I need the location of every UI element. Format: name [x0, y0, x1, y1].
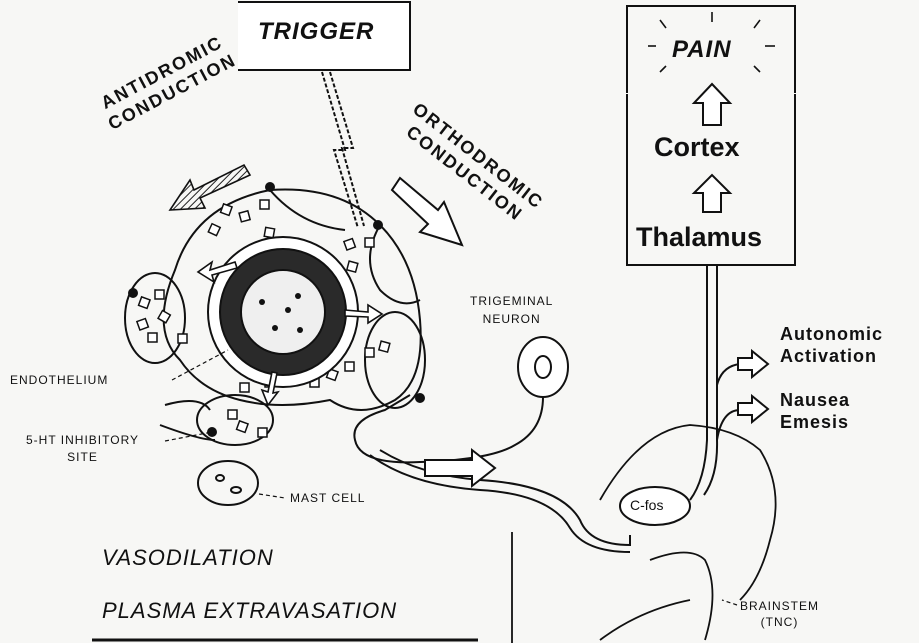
nausea-emesis-label: Nausea Emesis	[780, 389, 850, 433]
brainstem-line1: BRAINSTEM	[740, 598, 819, 614]
vasodilation-label: VASODILATION	[102, 545, 274, 571]
trigeminal-neuron-label: TRIGEMINAL NEURON	[470, 292, 553, 328]
orthodromic-arrow-icon	[392, 178, 462, 245]
trigger-label: TRIGGER	[258, 18, 374, 46]
right-arrow-icon	[738, 396, 768, 422]
thalamus-label: Thalamus	[636, 222, 762, 253]
c-fos-label: C-fos	[630, 497, 663, 513]
ascending-tract	[704, 266, 717, 495]
up-arrow-icon	[694, 175, 730, 212]
trigeminal-line1: TRIGEMINAL	[470, 292, 553, 310]
up-arrow-icon	[694, 84, 730, 125]
mast-cell-label: MAST CELL	[290, 491, 365, 505]
autonomic-line2: Activation	[780, 345, 883, 367]
brainstem-line2: (TNC)	[740, 614, 819, 630]
inhibitory-line1: 5-HT INHIBITORY	[26, 432, 139, 449]
autonomic-activation-label: Autonomic Activation	[780, 323, 883, 367]
ascending-tract	[690, 266, 707, 500]
pain-label: PAIN	[672, 36, 732, 64]
endothelium-label: ENDOTHELIUM	[10, 373, 108, 387]
trigeminal-neuron	[354, 337, 630, 552]
trigeminal-line2: NEURON	[470, 310, 553, 328]
antidromic-arrow-icon	[170, 165, 250, 210]
lightning-bolt	[322, 72, 364, 228]
right-arrow-icon	[738, 351, 768, 377]
nausea-line1: Nausea	[780, 389, 850, 411]
autonomic-line1: Autonomic	[780, 323, 883, 345]
brainstem	[512, 425, 776, 643]
plasma-extravasation-label: PLASMA EXTRAVASATION	[102, 598, 397, 624]
blood-vessel	[208, 237, 358, 387]
cortex-label: Cortex	[654, 132, 740, 163]
nausea-line2: Emesis	[780, 411, 850, 433]
inhibitory-site-label: 5-HT INHIBITORY SITE	[26, 432, 139, 466]
inhibitory-line2: SITE	[26, 449, 139, 466]
brainstem-label: BRAINSTEM (TNC)	[740, 598, 819, 630]
mast-cell	[198, 461, 258, 505]
